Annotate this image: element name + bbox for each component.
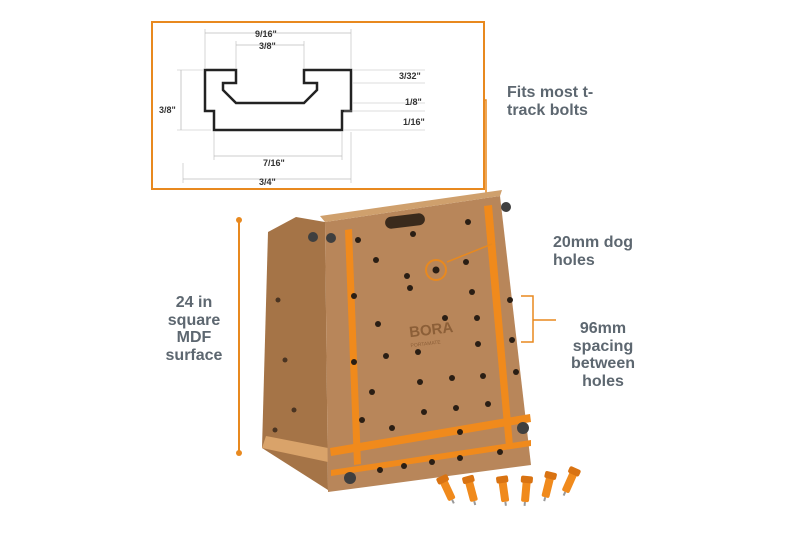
fits-connector-line	[485, 99, 487, 205]
dim-bottom-inner: 7/16"	[263, 158, 285, 168]
brand-logo-sub: PORTAMATE	[410, 339, 441, 349]
front-board	[325, 196, 531, 492]
dim-top-outer: 9/16"	[255, 29, 277, 39]
bottom-track-lower	[331, 440, 531, 476]
callout-hole-spacing: 96mm spacing between holes	[570, 320, 635, 390]
dog-hole-grid	[351, 219, 519, 473]
dog-hole-connector	[446, 243, 493, 263]
callout-surface-size: 24 in square MDF surface	[165, 294, 223, 364]
handle-slot	[385, 213, 425, 229]
dim-right-mid: 1/8"	[405, 97, 422, 107]
dim-right-bottom: 1/16"	[403, 117, 425, 127]
dog-hole-highlight	[425, 259, 447, 281]
callout-fits-bolts: Fits most t-track bolts	[507, 84, 594, 119]
bench-dogs	[436, 466, 581, 506]
dim-bottom-outer: 3/4"	[259, 177, 276, 187]
back-panel	[262, 217, 328, 490]
t-track-profile-drawing	[177, 29, 425, 183]
bottom-track-upper	[330, 414, 531, 456]
t-track-profile-diagram: 9/16" 3/8" 3/8" 3/32" 1/8" 1/16" 7/16" 3…	[151, 21, 485, 190]
dim-top-inner: 3/8"	[259, 41, 276, 51]
dim-right-top: 3/32"	[399, 71, 421, 81]
spacing-bracket	[521, 295, 534, 343]
dim-left-height: 3/8"	[159, 105, 176, 115]
callout-dog-holes: 20mm dog holes	[553, 234, 634, 269]
left-track	[345, 229, 361, 465]
brand-logo: BORA	[408, 319, 454, 341]
right-track	[484, 205, 513, 447]
